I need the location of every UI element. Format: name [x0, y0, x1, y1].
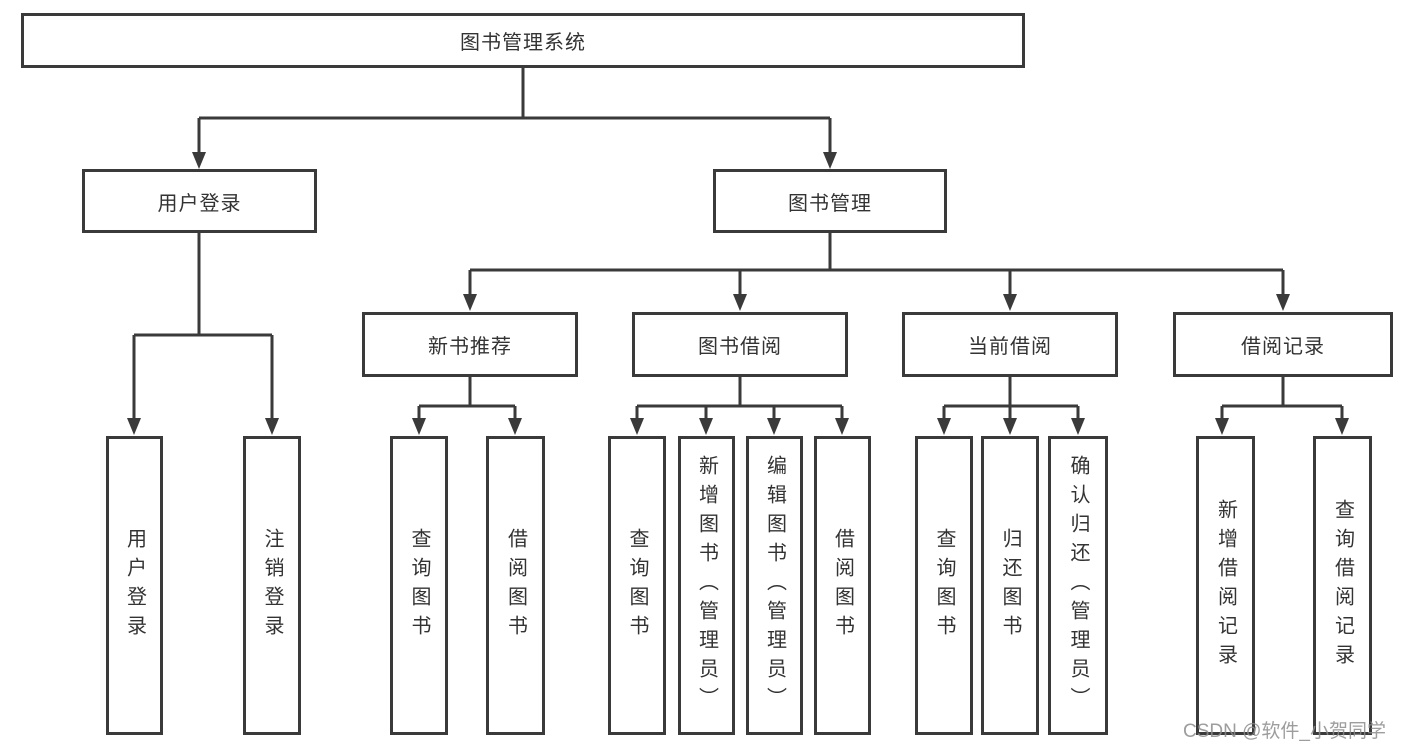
leaf-label: 查询图书: [626, 527, 648, 644]
leaf-logout: 注销登录: [243, 436, 301, 735]
leaf-label: 新增图书（管理员）: [695, 455, 718, 716]
leaf-label: 借阅图书: [504, 527, 527, 644]
leaf-label: 归还图书: [999, 527, 1021, 644]
leaf-label: 确认归还（管理员）: [1067, 455, 1089, 716]
leaf-borrow-books-recommend: 借阅图书: [486, 436, 545, 735]
leaf-add-books-admin: 新增图书（管理员）: [678, 436, 735, 735]
node-label: 图书管理: [788, 192, 872, 215]
node-borrowing-records: 借阅记录: [1173, 312, 1393, 377]
leaf-return-books: 归还图书: [981, 436, 1039, 735]
leaf-confirm-return-admin: 确认归还（管理员）: [1048, 436, 1108, 735]
leaf-label: 注销登录: [261, 527, 283, 644]
node-current-borrowing: 当前借阅: [902, 312, 1118, 377]
node-new-book-recommendation: 新书推荐: [362, 312, 578, 377]
leaf-query-books-borrowing: 查询图书: [608, 436, 666, 735]
leaf-label: 编辑图书（管理员）: [763, 455, 786, 716]
node-label: 当前借阅: [968, 336, 1052, 358]
watermark: CSDN @软件_小贺同学: [1183, 721, 1386, 742]
node-book-management: 图书管理: [713, 169, 947, 233]
leaf-label: 新增借阅记录: [1214, 498, 1237, 673]
node-label: 图书管理系统: [460, 32, 586, 54]
node-label: 用户登录: [157, 192, 242, 215]
leaf-query-books-recommend: 查询图书: [390, 436, 448, 735]
leaf-edit-books-admin: 编辑图书（管理员）: [746, 436, 803, 735]
node-label: 新书推荐: [428, 336, 512, 358]
arrowheads: [127, 152, 1349, 435]
leaf-borrow-books: 借阅图书: [814, 436, 871, 735]
node-library-management-system: 图书管理系统: [21, 13, 1025, 68]
leaf-user-login: 用户登录: [106, 436, 163, 735]
node-book-borrowing: 图书借阅: [632, 312, 848, 377]
leaf-label: 借阅图书: [831, 527, 854, 644]
node-user-login: 用户登录: [82, 169, 317, 233]
leaf-label: 用户登录: [123, 527, 146, 644]
leaf-label: 查询借阅记录: [1331, 498, 1354, 673]
leaf-label: 查询图书: [933, 527, 955, 644]
leaf-label: 查询图书: [408, 527, 430, 644]
leaf-add-borrow-record: 新增借阅记录: [1196, 436, 1255, 735]
node-label: 借阅记录: [1241, 336, 1325, 358]
node-label: 图书借阅: [698, 336, 782, 358]
leaf-query-books-current: 查询图书: [915, 436, 973, 735]
leaf-query-borrow-record: 查询借阅记录: [1313, 436, 1372, 735]
